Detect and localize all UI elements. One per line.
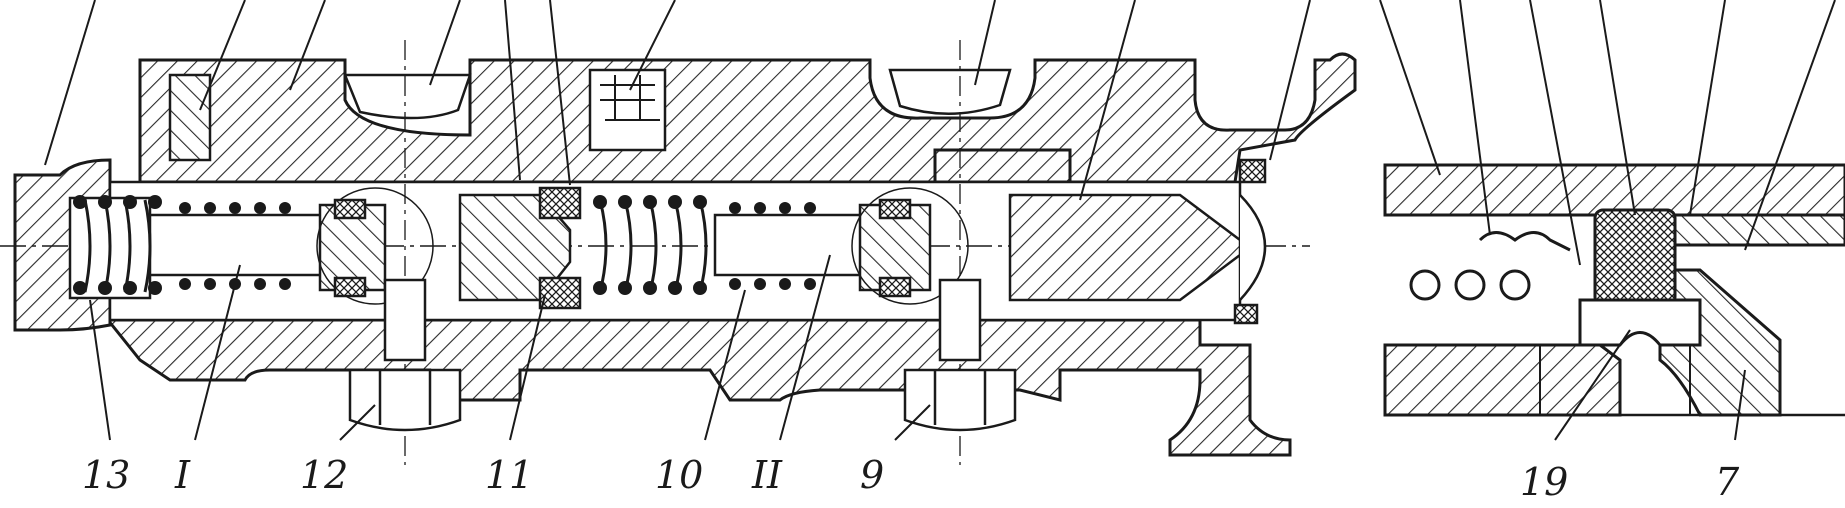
- spring-rear: [83, 199, 152, 293]
- spring-front: [598, 199, 708, 293]
- label-II: II: [751, 453, 783, 497]
- reservoir-ports: [168, 68, 1012, 162]
- label-11: 11: [485, 453, 533, 497]
- port-front: [888, 68, 1012, 115]
- detail-leader-lines: [1379, 0, 1836, 441]
- label-7: 7: [1715, 460, 1740, 503]
- leader-lines-top: [44, 0, 1311, 201]
- upper-wall: [138, 52, 1357, 184]
- port-rear: [343, 73, 472, 120]
- spring-coils-front: [593, 195, 816, 295]
- label-19: 19: [1520, 460, 1568, 503]
- middle-piston: [458, 186, 582, 310]
- label-10: 10: [655, 453, 703, 497]
- bleed-plug: [168, 73, 212, 162]
- piston-II: [713, 187, 969, 305]
- pressure-switch: [588, 68, 667, 152]
- detail-spring: [1409, 231, 1571, 301]
- label-I: I: [174, 453, 191, 497]
- outlet-end: [1008, 158, 1267, 325]
- stop-bolt-12: [348, 278, 462, 432]
- detail-view: [1383, 163, 1845, 417]
- label-9: 9: [860, 453, 884, 497]
- label-12: 12: [300, 453, 348, 497]
- label-13: 13: [82, 453, 130, 497]
- lower-wall: [104, 318, 1292, 457]
- stop-bolt-9: [903, 278, 1017, 432]
- leader-lines-bottom: [89, 254, 931, 441]
- spring-coils-rear: [73, 195, 291, 295]
